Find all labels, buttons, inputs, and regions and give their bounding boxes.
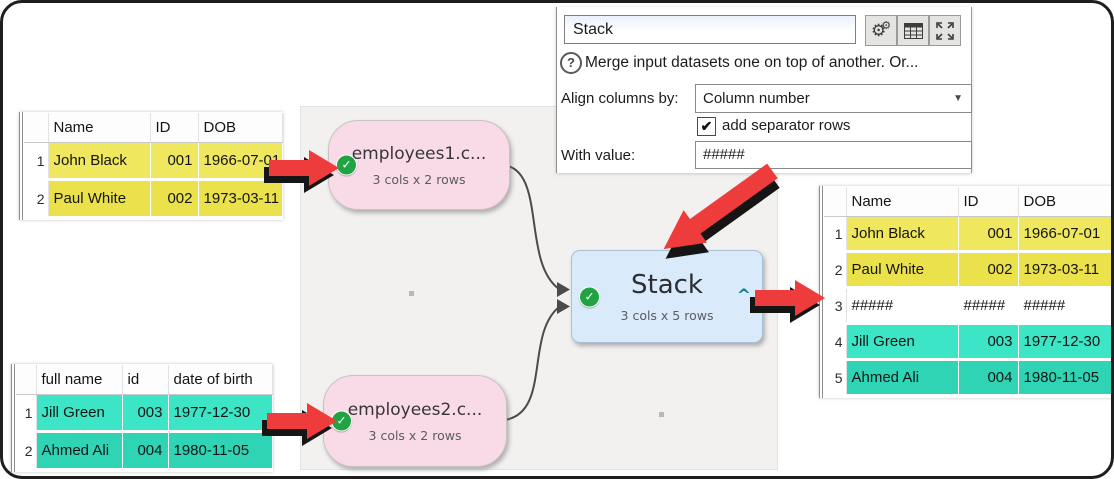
with-value-input[interactable]: ##### — [695, 141, 972, 169]
cell: 002 — [150, 179, 199, 219]
col-header[interactable]: ID — [150, 113, 199, 143]
cell: ##### — [958, 287, 1019, 325]
node-ok-icon: ✓ — [331, 410, 352, 432]
add-separator-rows-label: add separator rows — [722, 117, 851, 134]
table-row: 2 Paul White 002 1973-03-11 — [24, 179, 283, 219]
corner-header — [824, 187, 847, 217]
table-icon — [903, 22, 923, 39]
row-number: 2 — [16, 431, 37, 471]
node-employees1[interactable]: ✓ employees1.c... 3 cols x 2 rows — [328, 120, 510, 210]
with-value-text: ##### — [703, 146, 745, 163]
align-columns-label: Align columns by: — [561, 90, 679, 107]
node-stack[interactable]: ✓ Stack 3 cols x 5 rows ^ — [571, 250, 763, 343]
node-employees2[interactable]: ✓ employees2.c... 3 cols x 2 rows — [323, 375, 507, 467]
chevron-down-icon: ▼ — [953, 93, 963, 104]
canvas-grid-dot — [659, 412, 664, 417]
col-header[interactable]: Name — [48, 113, 151, 143]
table-row: 4 Jill Green 003 1977-12-30 — [824, 323, 1111, 361]
selected-option: Column number — [703, 90, 810, 107]
transform-description: Merge input datasets one on top of anoth… — [585, 54, 919, 71]
checkmark-icon: ✔ — [700, 118, 713, 134]
cell: 004 — [122, 431, 169, 471]
row-number: 1 — [16, 394, 37, 433]
cell: 1966-07-01 — [1018, 216, 1111, 253]
cell: 1973-03-11 — [198, 179, 283, 219]
node-ok-icon: ✓ — [336, 154, 357, 176]
corner-header — [16, 365, 37, 395]
row-number: 2 — [24, 179, 49, 219]
col-header[interactable]: id — [122, 365, 169, 395]
cell: 001 — [150, 142, 199, 181]
gear-icon: ⚙ — [881, 19, 892, 32]
col-header[interactable]: ID — [958, 187, 1019, 217]
cell: Paul White — [846, 251, 959, 289]
cell: 1966-07-01 — [198, 142, 283, 181]
options-button[interactable]: ⚙ ⚙ — [865, 15, 897, 46]
with-value-label: With value: — [561, 147, 636, 164]
table-header-row: full name id date of birth — [16, 365, 273, 395]
table-row-separator: 3 ##### ##### ##### — [824, 287, 1111, 325]
align-columns-select[interactable]: Column number ▼ — [695, 84, 972, 113]
node-name-input[interactable] — [564, 15, 856, 44]
table-header-row: Name ID DOB — [24, 113, 283, 143]
cell: 1977-12-30 — [168, 394, 273, 433]
cell: John Black — [846, 216, 959, 253]
output-data-table: Name ID DOB 1 John Black 001 1966-07-01 … — [819, 186, 1111, 398]
table-row: 5 Ahmed Ali 004 1980-11-05 — [824, 359, 1111, 397]
cell: 1977-12-30 — [1018, 323, 1111, 361]
col-header[interactable]: Name — [846, 187, 959, 217]
collapse-caret-icon[interactable]: ^ — [736, 285, 751, 306]
node-title: employees2.c... — [347, 399, 483, 420]
node-ok-icon: ✓ — [579, 286, 600, 307]
add-separator-rows-checkbox[interactable]: ✔ — [697, 117, 716, 136]
col-header[interactable]: DOB — [198, 113, 283, 143]
cell: Ahmed Ali — [846, 359, 959, 397]
node-title: employees1.c... — [351, 143, 487, 164]
cell: 1980-11-05 — [168, 431, 273, 471]
canvas-grid-dot — [409, 291, 414, 296]
input2-data-table: full name id date of birth 1 Jill Green … — [11, 364, 273, 472]
col-header[interactable]: full name — [36, 365, 123, 395]
maximize-button[interactable] — [929, 15, 961, 46]
table-row: 2 Paul White 002 1973-03-11 — [824, 251, 1111, 289]
row-number: 4 — [824, 323, 847, 361]
table-header-row: Name ID DOB — [824, 187, 1111, 217]
cell: John Black — [48, 142, 151, 181]
node-size-label: 3 cols x 2 rows — [372, 171, 466, 187]
input1-data-table: Name ID DOB 1 John Black 001 1966-07-01 … — [19, 112, 283, 220]
row-number: 5 — [824, 359, 847, 397]
node-size-label: 3 cols x 2 rows — [368, 427, 462, 443]
help-icon[interactable]: ? — [560, 52, 582, 74]
row-number: 1 — [24, 142, 49, 181]
row-number: 2 — [824, 251, 847, 289]
cell: 003 — [122, 394, 169, 433]
cell: 1973-03-11 — [1018, 251, 1111, 289]
stack-properties-panel: ⚙ ⚙ ? Merge input datasets o — [556, 7, 972, 173]
cell: Jill Green — [846, 323, 959, 361]
cell: 002 — [958, 251, 1019, 289]
cell: 001 — [958, 216, 1019, 253]
table-row: 1 John Black 001 1966-07-01 — [24, 142, 283, 181]
table-row: 1 Jill Green 003 1977-12-30 — [16, 394, 273, 433]
cell: 004 — [958, 359, 1019, 397]
cell: ##### — [1018, 287, 1111, 325]
cell: Jill Green — [36, 394, 123, 433]
col-header[interactable]: date of birth — [168, 365, 273, 395]
cell: 1980-11-05 — [1018, 359, 1111, 397]
gear-icon: ⚙ — [870, 21, 887, 40]
table-row: 2 Ahmed Ali 004 1980-11-05 — [16, 431, 273, 471]
node-size-label: 3 cols x 5 rows — [620, 308, 714, 323]
col-header[interactable]: DOB — [1018, 187, 1111, 217]
cell: Ahmed Ali — [36, 431, 123, 471]
cell: Paul White — [48, 179, 151, 219]
corner-header — [24, 113, 49, 143]
table-row: 1 John Black 001 1966-07-01 — [824, 216, 1111, 253]
cell: ##### — [846, 287, 959, 325]
row-number: 1 — [824, 216, 847, 253]
row-number: 3 — [824, 287, 847, 325]
node-title: Stack — [631, 270, 703, 300]
cell: 003 — [958, 323, 1019, 361]
show-table-button[interactable] — [897, 15, 929, 46]
expand-icon — [936, 21, 954, 40]
